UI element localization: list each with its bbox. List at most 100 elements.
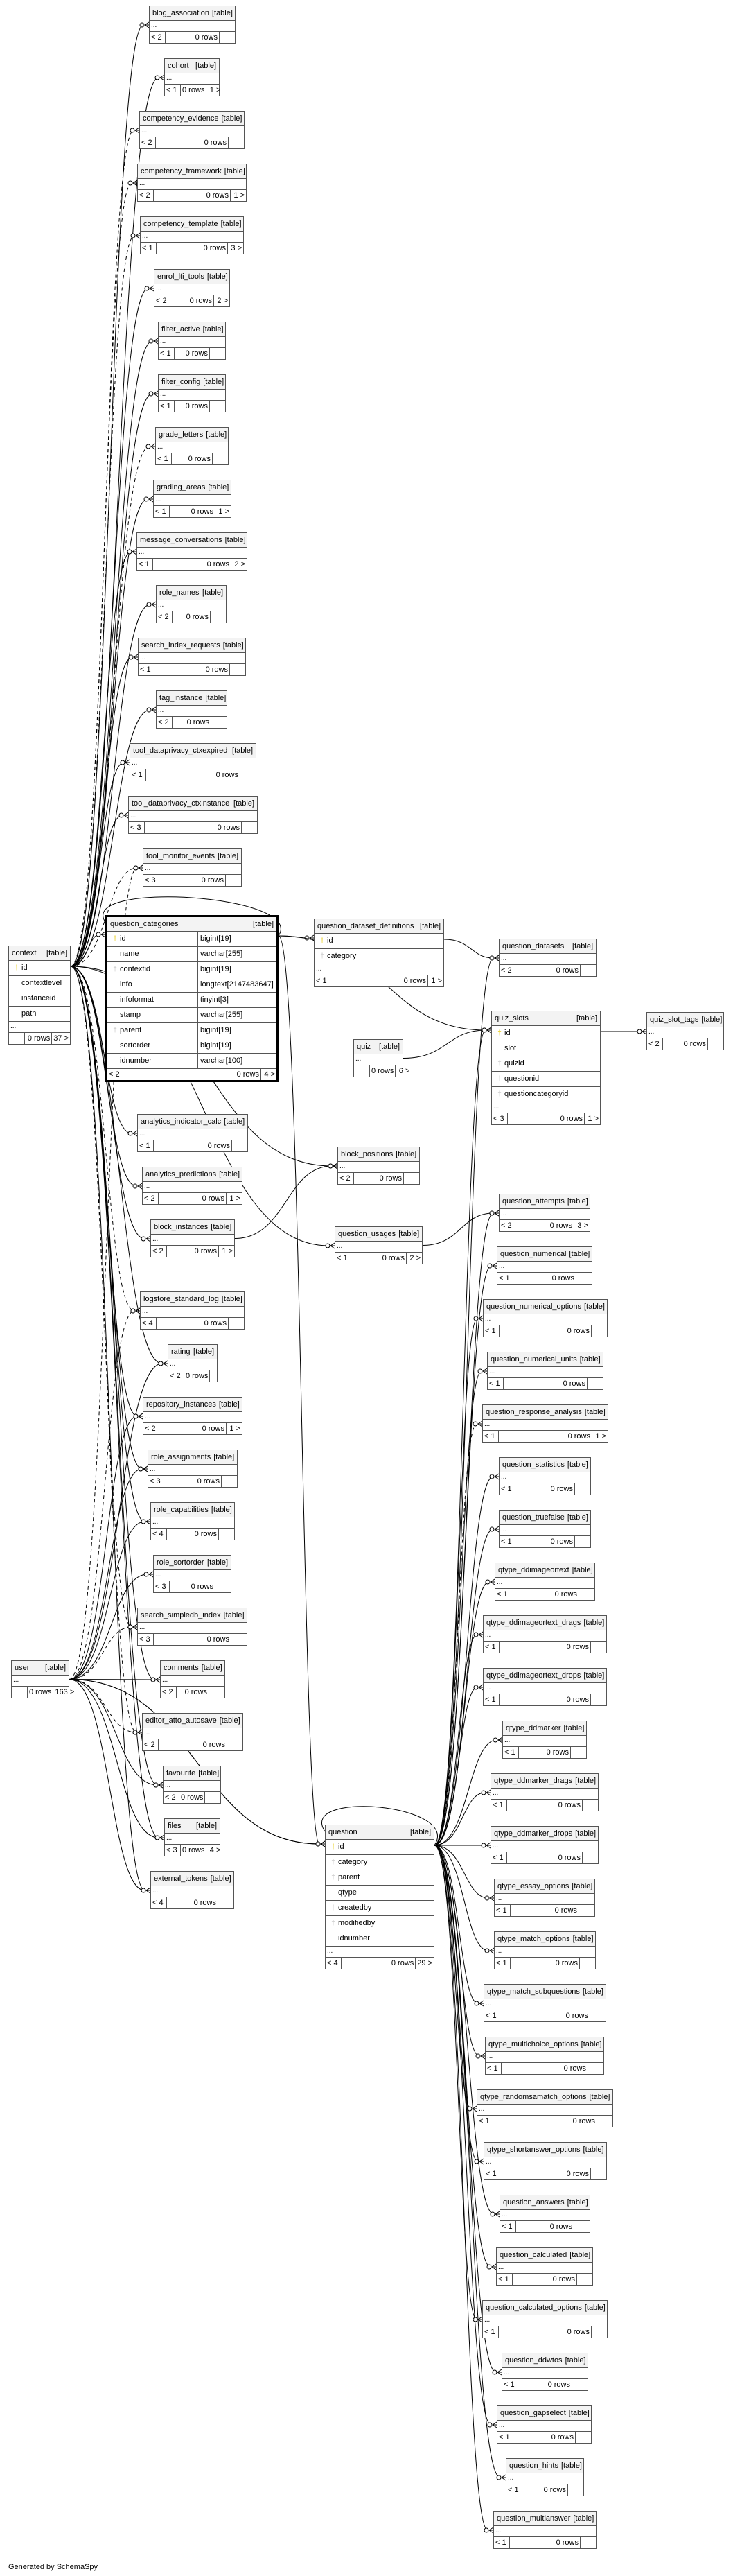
column-row[interactable]: †quizid — [492, 1056, 600, 1072]
parent-count-link[interactable]: < 3 — [155, 1583, 166, 1591]
parent-count-link[interactable]: < 2 — [158, 613, 169, 621]
table-name[interactable]: qtype_shortanswer_options — [487, 2146, 581, 2154]
child-count-link[interactable]: 1 > — [215, 506, 231, 517]
parent-count-link[interactable]: < 3 — [139, 1635, 150, 1644]
table-name[interactable]: grade_letters — [159, 430, 204, 439]
parent-count-link[interactable]: < 2 — [339, 1174, 351, 1183]
table-question-dataset-definitions[interactable]: question_dataset_definitions[table]†id†c… — [314, 919, 444, 987]
child-count-link[interactable] — [218, 1529, 234, 1540]
table-header[interactable]: external_tokens[table] — [151, 1872, 233, 1886]
parent-count-link[interactable]: < 1 — [497, 1590, 508, 1599]
child-count-link[interactable] — [240, 769, 256, 781]
table-name[interactable]: editor_atto_autosave — [145, 1716, 217, 1725]
child-count-link[interactable]: 1 > — [226, 1423, 242, 1434]
parent-count-link[interactable]: < 1 — [502, 2222, 513, 2231]
column-row[interactable]: †createdby — [326, 1901, 434, 1916]
table-header[interactable]: block_positions[table] — [338, 1147, 419, 1162]
table-header[interactable]: grading_areas[table] — [154, 480, 231, 495]
child-count-link[interactable] — [580, 2537, 596, 2548]
table-header[interactable]: question_usages[table] — [335, 1227, 422, 1242]
table-header[interactable]: role_assignments[table] — [148, 1450, 237, 1465]
column-row[interactable]: †id — [326, 1840, 434, 1855]
child-count-link[interactable]: 3 > — [574, 1220, 590, 1231]
child-count-link[interactable] — [574, 1536, 590, 1547]
parent-count-link[interactable]: < 1 — [316, 977, 327, 985]
column-row[interactable]: †questioncategoryid — [492, 1087, 600, 1102]
child-count-link[interactable] — [211, 717, 227, 728]
child-count-link[interactable] — [582, 1852, 598, 1863]
parent-count-link[interactable]: < 3 — [130, 824, 141, 832]
child-count-link[interactable] — [231, 1634, 247, 1645]
child-count-link[interactable] — [579, 1958, 595, 1969]
table-header[interactable]: question_categories[table] — [107, 917, 276, 932]
table-tool-dataprivacy-ctxinstance[interactable]: tool_dataprivacy_ctxinstance[table]...< … — [128, 796, 258, 834]
table-header[interactable]: message_conversations[table] — [137, 533, 247, 548]
parent-count-link[interactable]: < 1 — [160, 402, 171, 410]
table-name[interactable]: quiz — [357, 1043, 371, 1051]
child-count-link[interactable] — [227, 1739, 242, 1750]
table-name[interactable]: quiz_slots — [495, 1014, 529, 1022]
table-header[interactable]: quiz[table] — [354, 1040, 403, 1054]
child-count-link[interactable] — [215, 1581, 231, 1592]
parent-count-link[interactable]: < 2 — [170, 1372, 181, 1380]
table-name[interactable]: qtype_ddimageortext — [498, 1566, 569, 1574]
table-name[interactable]: repository_instances — [146, 1400, 216, 1409]
table-header[interactable]: competency_framework[table] — [138, 164, 246, 179]
child-count-link[interactable] — [575, 2432, 591, 2443]
child-count-link[interactable] — [579, 1905, 594, 1916]
parent-count-link[interactable]: < 1 — [504, 1748, 515, 1757]
parent-count-link[interactable]: < 1 — [499, 1274, 510, 1282]
child-count-link[interactable] — [576, 2274, 592, 2285]
table-name[interactable]: comments — [164, 1664, 199, 1672]
parent-count-link[interactable]: < 1 — [140, 665, 151, 674]
parent-count-link[interactable]: < 1 — [496, 1959, 507, 1967]
table-name[interactable]: question_dataset_definitions — [317, 922, 414, 930]
child-count-link[interactable]: 1 > — [230, 190, 246, 201]
table-header[interactable]: question_numerical_options[table] — [484, 1300, 607, 1314]
child-count-link[interactable] — [241, 822, 257, 833]
child-count-link[interactable]: 1 > — [218, 1246, 234, 1257]
parent-count-link[interactable]: < 4 — [152, 1530, 164, 1538]
table-name[interactable]: cohort — [168, 62, 189, 70]
child-count-link[interactable]: 163 > — [53, 1687, 76, 1698]
table-name[interactable]: blog_association — [152, 9, 209, 17]
table-header[interactable]: tool_dataprivacy_ctxinstance[table] — [129, 797, 257, 811]
table-question-calculated-options[interactable]: question_calculated_options[table]...< 1… — [482, 2300, 608, 2338]
parent-count-link[interactable]: < 1 — [157, 455, 168, 463]
child-count-link[interactable] — [231, 1140, 247, 1151]
table-header[interactable]: editor_atto_autosave[table] — [143, 1714, 242, 1728]
table-name[interactable]: block_positions — [341, 1150, 394, 1158]
table-header[interactable]: question_datasets[table] — [500, 939, 596, 954]
table-header[interactable]: quiz_slots[table] — [492, 1011, 600, 1026]
table-name[interactable]: role_assignments — [151, 1453, 211, 1461]
table-header[interactable]: question_statistics[table] — [500, 1458, 590, 1472]
parent-count-link[interactable]: < 2 — [158, 718, 169, 726]
parent-count-link[interactable]: < 1 — [485, 1643, 496, 1651]
table-name[interactable]: qtype_ddimageortext_drops — [486, 1671, 581, 1680]
table-header[interactable]: context[table] — [9, 946, 70, 961]
child-count-link[interactable] — [591, 2326, 607, 2338]
table-name[interactable]: question_usages — [338, 1230, 396, 1238]
column-row[interactable]: slot — [492, 1041, 600, 1056]
column-row[interactable]: †category — [326, 1855, 434, 1870]
table-name[interactable]: qtype_ddmarker_drops — [494, 1829, 573, 1838]
parent-count-link[interactable]: < 2 — [145, 1425, 156, 1433]
